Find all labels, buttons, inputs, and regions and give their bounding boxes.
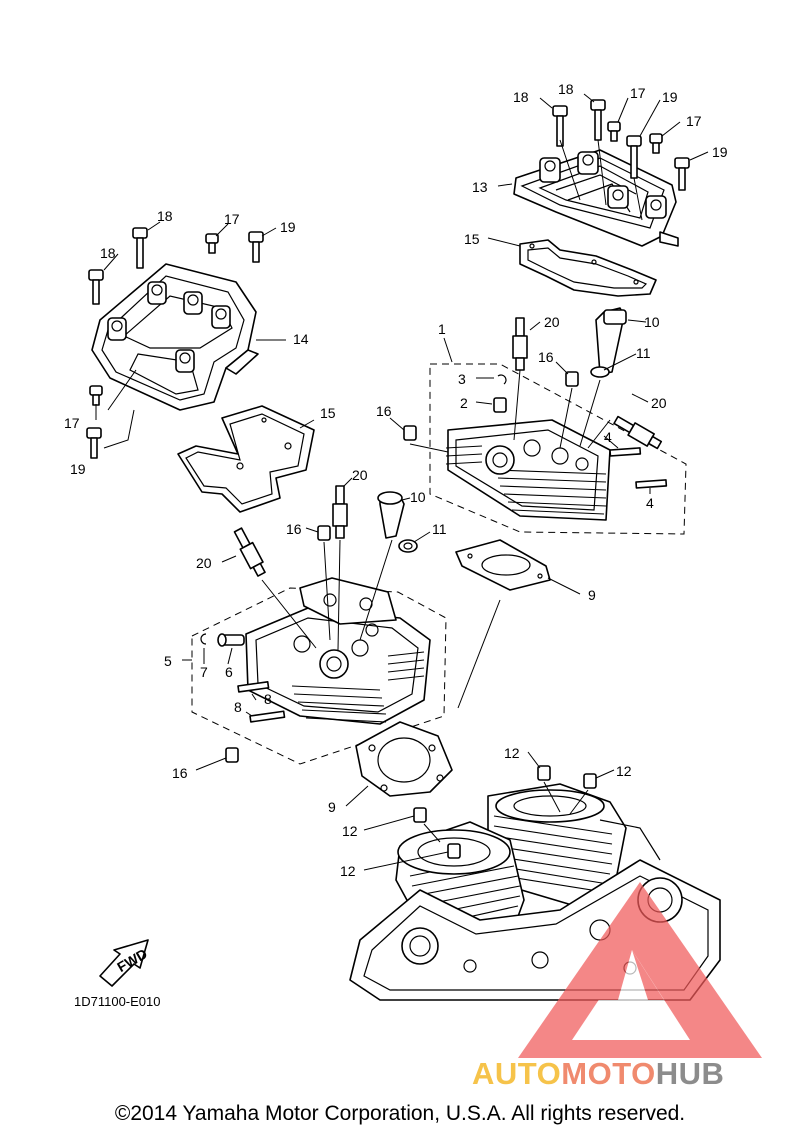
callout-19-a: 19 (662, 89, 678, 105)
callout-18-c: 18 (100, 245, 116, 261)
gasket-left (177, 405, 315, 513)
callout-16-d: 16 (172, 765, 188, 781)
callout-18-d: 18 (157, 208, 173, 224)
callout-12-c: 12 (342, 823, 358, 839)
callout-4-a: 4 (604, 429, 612, 445)
callout-9-a: 9 (588, 587, 596, 603)
callout-8-a: 8 (264, 691, 272, 707)
front-head-assembly (182, 477, 447, 771)
callout-4-b: 4 (646, 495, 654, 511)
callout-20-b: 20 (651, 395, 667, 411)
callout-6: 6 (225, 664, 233, 680)
callout-11-a: 11 (636, 345, 651, 361)
fwd-arrow-icon: FWD (99, 939, 150, 987)
watermark-text-hub: HUB (655, 1056, 725, 1091)
copyright-notice: ©2014 Yamaha Motor Corporation, U.S.A. A… (114, 1102, 686, 1125)
callout-20-a: 20 (544, 314, 560, 330)
callout-10-a: 10 (644, 314, 660, 330)
callout-16-c: 16 (286, 521, 302, 537)
watermark-logo (518, 882, 762, 1058)
callout-2: 2 (460, 395, 468, 411)
callout-20-d: 20 (196, 555, 212, 571)
callout-5: 5 (164, 653, 172, 669)
callout-1: 1 (438, 321, 446, 337)
callout-16-a: 16 (538, 349, 554, 365)
callout-12-b: 12 (616, 763, 632, 779)
watermark-brand-text: AUTOMOTOHUB (472, 1056, 724, 1092)
bolts-upper-right (497, 93, 709, 221)
callout-18-b: 18 (558, 81, 574, 97)
callout-12-a: 12 (504, 745, 520, 761)
callout-3: 3 (458, 371, 466, 387)
head-gasket-front (345, 721, 453, 807)
callout-8-b: 8 (234, 699, 242, 715)
watermark-text-moto: MOTO (561, 1056, 656, 1091)
watermark-text-auto: AUTO (472, 1056, 562, 1091)
exploded-parts-diagram: FWD 1D71100-E010 18 18 17 19 17 19 13 15… (64, 81, 762, 1058)
callout-9-b: 9 (328, 799, 336, 815)
callout-7: 7 (200, 664, 208, 680)
valve-cover-front (91, 263, 259, 411)
callout-17-b: 17 (686, 113, 702, 129)
callout-19-c: 19 (280, 219, 296, 235)
crankcase-cylinders (349, 751, 721, 1001)
head-gasket-rear (455, 539, 581, 709)
valve-cover-rear (513, 149, 679, 247)
callout-12-d: 12 (340, 863, 356, 879)
callout-17-c: 17 (224, 211, 240, 227)
front-head-fins (291, 651, 425, 723)
callout-15-a: 15 (464, 231, 480, 247)
callout-20-c: 20 (352, 467, 368, 483)
rear-head-assembly (389, 307, 687, 535)
callout-16-b: 16 (376, 403, 392, 419)
gasket-upper-right (487, 237, 657, 297)
callout-19-d: 19 (70, 461, 86, 477)
callout-11-b: 11 (432, 521, 447, 537)
rear-head-fins (445, 445, 607, 515)
callout-17-d: 17 (64, 415, 80, 431)
callout-14: 14 (293, 331, 309, 347)
callout-10-b: 10 (410, 489, 426, 505)
callout-18-a: 18 (513, 89, 529, 105)
callout-17-a: 17 (630, 85, 646, 101)
callout-19-b: 19 (712, 144, 728, 160)
callout-15-b: 15 (320, 405, 336, 421)
bolts-upper-left (86, 221, 286, 459)
callout-labels: 18 18 17 19 17 19 13 15 18 18 17 19 14 1… (64, 81, 728, 879)
callout-13: 13 (472, 179, 488, 195)
part-code: 1D71100-E010 (74, 994, 161, 1009)
